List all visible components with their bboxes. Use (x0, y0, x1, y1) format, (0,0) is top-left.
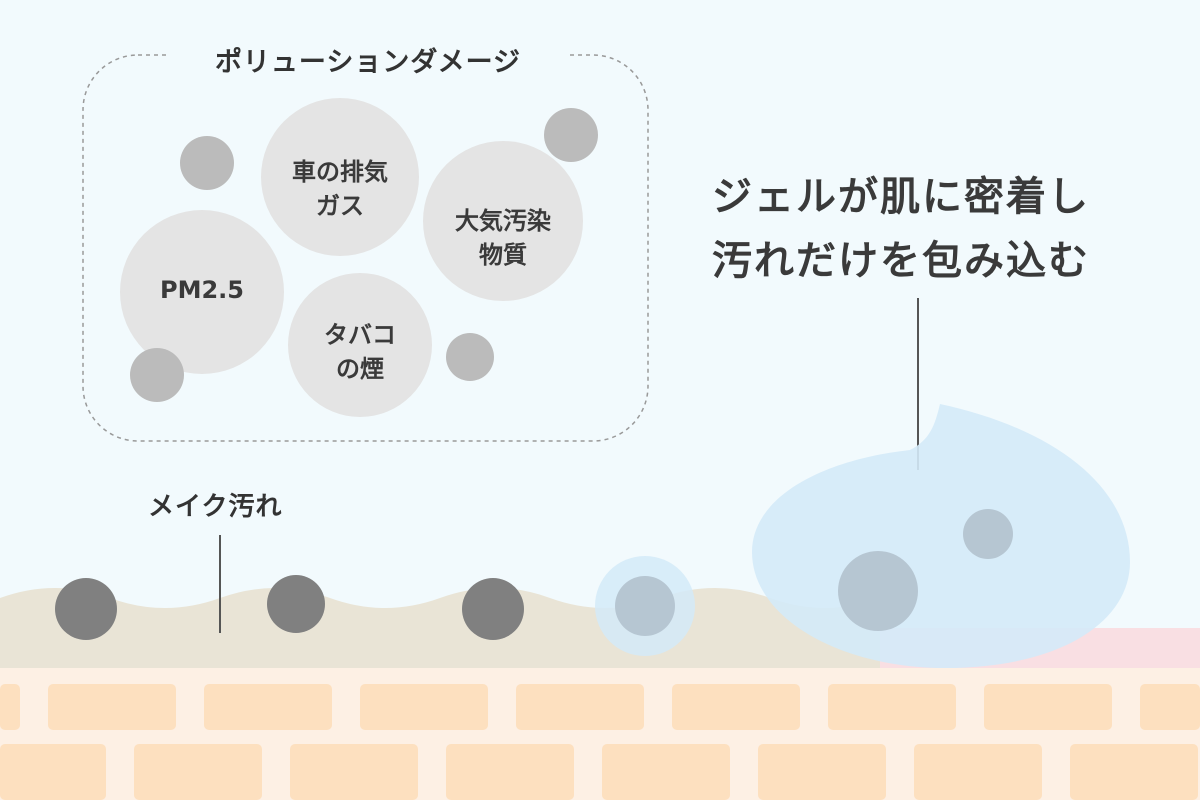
small-particle (544, 108, 598, 162)
particle-label-line: 物質 (479, 241, 527, 269)
particle-label-line: ガス (316, 192, 364, 220)
gel-caption-line-1: ジェルが肌に密着し (712, 174, 1090, 220)
makeup-dirt-particle (267, 575, 325, 633)
particle-air-pollutant (423, 141, 583, 301)
skin-cells (0, 684, 1200, 800)
particle-label-line: 車の排気 (292, 158, 388, 186)
gel-caption-line-2: 汚れだけを包み込む (712, 238, 1090, 284)
small-particle (130, 348, 184, 402)
makeup-dirt-particle (462, 578, 524, 640)
gel-captured-particle (838, 551, 918, 631)
gel-drop (752, 404, 1130, 668)
particle-tobacco (288, 273, 432, 417)
particle-label-pm25: PM2.5 (160, 273, 244, 307)
pollution-box-title: ポリューションダメージ (168, 40, 568, 79)
particle-exhaust (261, 98, 419, 256)
particle-label-line: 大気汚染 (455, 207, 551, 235)
gel-captured-particle (963, 509, 1013, 559)
particle-label-line: タバコ (324, 321, 396, 349)
small-particle (180, 136, 234, 190)
small-particle (446, 333, 494, 381)
particle-label-air-pollutant: 大気汚染 物質 (455, 204, 551, 272)
makeup-dirt-label: メイク汚れ (148, 492, 283, 522)
makeup-dirt-particle-wrapped (615, 576, 675, 636)
particle-label-tobacco: タバコ の煙 (324, 318, 396, 386)
particle-pm25 (120, 210, 284, 374)
skin-surface (0, 588, 880, 668)
gel-caption: ジェルが肌に密着し 汚れだけを包み込む (712, 165, 1090, 293)
particle-label-exhaust: 車の排気 ガス (292, 155, 388, 223)
particle-label-line: PM2.5 (160, 276, 244, 304)
particle-label-line: の煙 (336, 355, 384, 383)
makeup-dirt-particle (55, 578, 117, 640)
